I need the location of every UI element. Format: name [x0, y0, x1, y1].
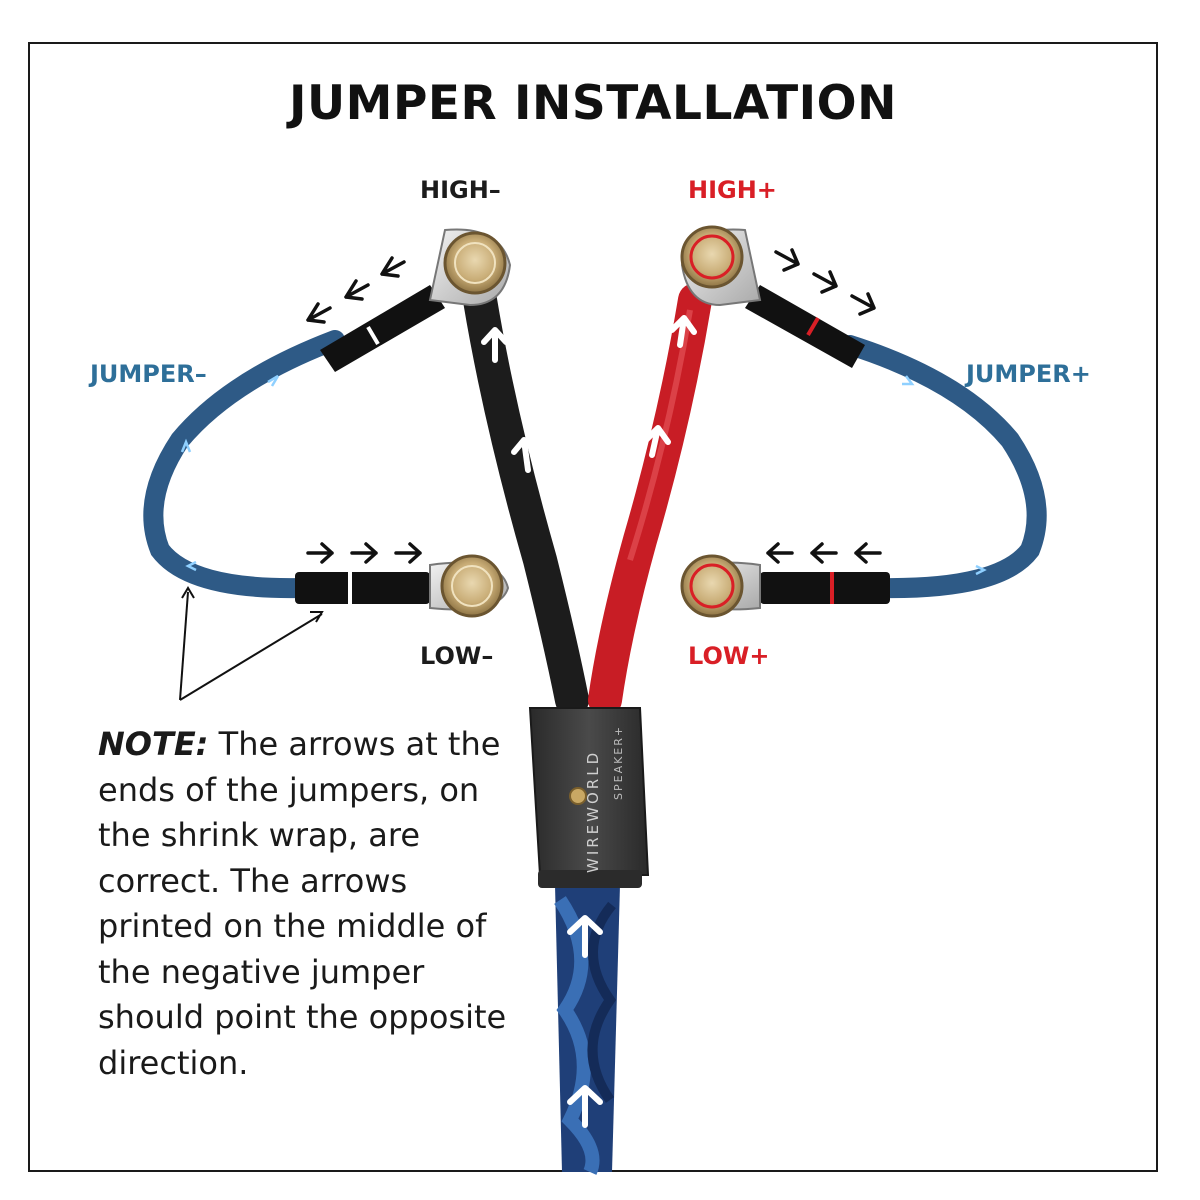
- connector-plug: [528, 707, 650, 888]
- lead-arrows: [481, 315, 697, 1128]
- note-text: NOTE: The arrows at the ends of the jump…: [98, 722, 518, 1086]
- label-jumper-plus: JUMPER+: [966, 360, 1091, 388]
- positive-lead: [588, 283, 712, 717]
- label-low-plus: LOW+: [688, 642, 770, 670]
- terminal-high-plus: [680, 225, 762, 307]
- shrink-wrap-low-minus: [295, 572, 430, 604]
- terminal-low-plus: [680, 554, 761, 618]
- label-high-minus: HIGH–: [420, 176, 501, 204]
- connector-brand: WIREWORLD: [584, 750, 602, 873]
- note-lead: NOTE:: [98, 725, 209, 763]
- negative-lead: [463, 283, 589, 717]
- jumper-print-arrows: [180, 374, 987, 576]
- note-body: The arrows at the ends of the jumpers, o…: [98, 725, 507, 1082]
- shrink-wrap-high-plus: [745, 285, 865, 368]
- label-high-plus: HIGH+: [688, 176, 777, 204]
- shrink-wrap-low-plus: [760, 572, 890, 604]
- label-jumper-minus: JUMPER–: [90, 360, 207, 388]
- terminal-high-minus: [428, 228, 512, 307]
- label-low-minus: LOW–: [420, 642, 494, 670]
- jumper-plus-cable: [840, 335, 1047, 599]
- page-title: JUMPER INSTALLATION: [289, 76, 897, 131]
- shrink-wrap-arrows: [306, 248, 882, 564]
- shrink-wrap-high-minus: [320, 285, 445, 372]
- terminal-low-minus: [429, 554, 510, 618]
- connector-model: SPEAKER+: [612, 725, 625, 800]
- note-pointer: [179, 586, 324, 701]
- jumper-minus-cable: [143, 330, 345, 599]
